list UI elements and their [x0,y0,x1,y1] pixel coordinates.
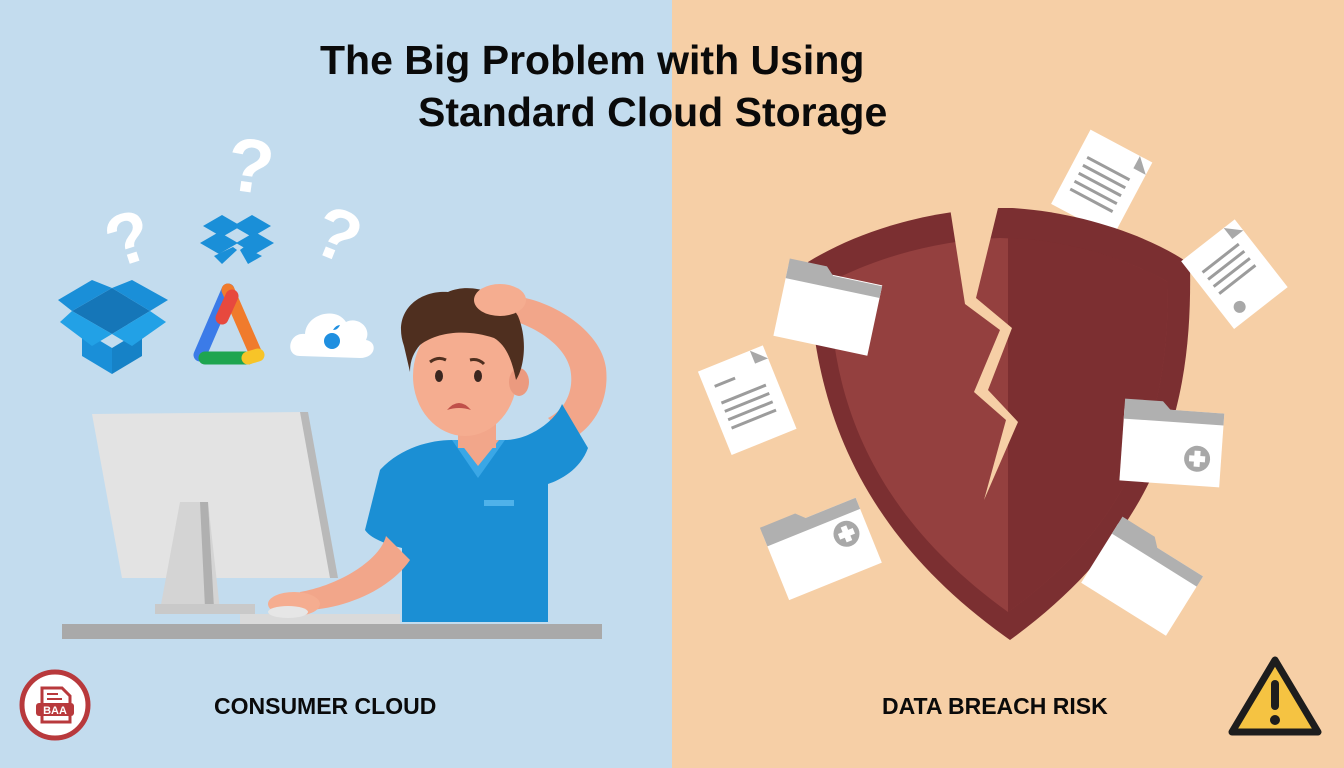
svg-text:?: ? [221,121,279,212]
baa-badge-icon: BAA [19,669,91,741]
consumer-cloud-caption: CONSUMER CLOUD [214,693,437,719]
icloud-icon [290,313,374,358]
document-icon [1181,219,1288,329]
svg-text:BAA: BAA [43,705,67,717]
mouse-pad [240,614,400,624]
medical-folder-icon [759,497,882,601]
google-drive-icon [193,283,265,365]
computer-monitor [92,412,338,614]
dropbox-icon [200,215,274,264]
question-mark-icon: ? [302,190,373,281]
open-box-icon [58,280,168,374]
document-icon [697,345,797,456]
warning-icon [1228,656,1322,736]
svg-text:?: ? [95,194,162,284]
medical-folder-icon [1081,516,1204,636]
document-icon [1051,129,1153,237]
broken-shield-icon [808,208,1191,640]
data-breach-caption: DATA BREACH RISK [882,693,1108,719]
title-line-2: Standard Cloud Storage [418,89,888,135]
medical-folder-icon [773,258,883,356]
desk [62,624,602,639]
svg-text:?: ? [302,190,373,281]
medical-folder-icon [1119,398,1225,488]
title-line-1: The Big Problem with Using [320,37,865,83]
question-mark-icon: ? [221,121,279,212]
question-mark-icon: ? [95,194,162,284]
person-illustration [268,284,607,622]
consumer-cloud-panel [0,0,672,768]
